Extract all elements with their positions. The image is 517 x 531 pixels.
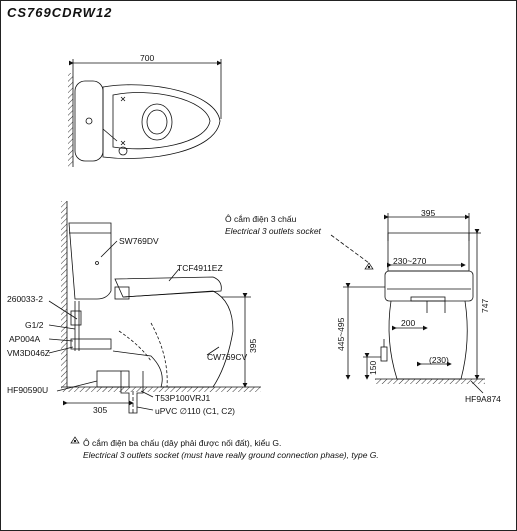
- dim-395-label: 395: [248, 338, 258, 353]
- outlet-symbol-icon: [364, 262, 374, 270]
- floor-flange: [96, 370, 130, 388]
- top-view: [68, 59, 222, 167]
- dim-230-270-label: 230~270: [393, 256, 427, 266]
- footnote-en: Electrical 3 outlets socket (must have r…: [83, 450, 379, 460]
- top-tank-outline: [74, 80, 104, 162]
- label-hf9a874: HF9A874: [465, 394, 501, 404]
- footnote-vi: Ô cắm điện ba chấu (dây phải được nối đấ…: [83, 438, 282, 448]
- dim-445-495-label: 445~495: [336, 317, 346, 351]
- supply-hose: [70, 338, 112, 350]
- front-floor-hatch: [375, 379, 485, 384]
- dim-200-label: 200: [401, 318, 416, 328]
- label-bowl: CW769CV: [207, 352, 248, 362]
- dim-395-front-label: 395: [421, 208, 436, 218]
- side-bowl: [112, 290, 234, 388]
- top-seat-outline: [102, 84, 221, 159]
- dim-150-label: 150: [368, 360, 378, 375]
- side-floor-hatch: [61, 387, 261, 392]
- label-g12: G1/2: [25, 320, 44, 330]
- front-bowl: [388, 300, 468, 380]
- dim-305-label: 305: [93, 405, 108, 415]
- top-mark-2: [120, 140, 126, 146]
- label-tank: SW769DV: [119, 236, 159, 246]
- front-view: [330, 213, 485, 394]
- label-upvc: uPVC ∅110 (C1, C2): [155, 406, 235, 416]
- label-260033: 260033-2: [7, 294, 43, 304]
- footnote-outlet-symbol-icon: [70, 436, 80, 444]
- side-tank: [68, 222, 112, 300]
- dim-700-label: 700: [140, 53, 155, 63]
- front-seat: [384, 270, 474, 302]
- label-hf90590u: HF90590U: [7, 385, 49, 395]
- dim-230-label: (230): [429, 355, 449, 365]
- top-bowl-opening: [141, 103, 173, 141]
- outlet-label-vi: Ô cắm điện 3 chấu: [225, 214, 297, 224]
- label-t53p100vrj1: T53P100VRJ1: [155, 393, 211, 403]
- side-wall-hatch: [61, 201, 67, 387]
- angle-valve: [70, 310, 82, 326]
- side-view: [48, 201, 261, 415]
- model-code-title: CS769CDRW12: [7, 5, 113, 20]
- label-vm3d046z: VM3D046Z: [7, 348, 50, 358]
- outlet-label-en: Electrical 3 outlets socket: [225, 226, 321, 236]
- label-ap004a: AP004A: [9, 334, 41, 344]
- label-seat: TCF4911EZ: [177, 263, 223, 273]
- footnote: Ô cắm điện ba chấu (dây phải được nối đấ…: [71, 437, 379, 461]
- dim-747-label: 747: [480, 298, 490, 313]
- top-wall-hatch: [68, 73, 73, 167]
- side-seat: [114, 276, 222, 298]
- top-flush-button: [85, 117, 93, 125]
- front-angle-valve: [380, 346, 388, 362]
- top-bowl-rim: [112, 92, 211, 150]
- top-mark-1: [120, 96, 126, 102]
